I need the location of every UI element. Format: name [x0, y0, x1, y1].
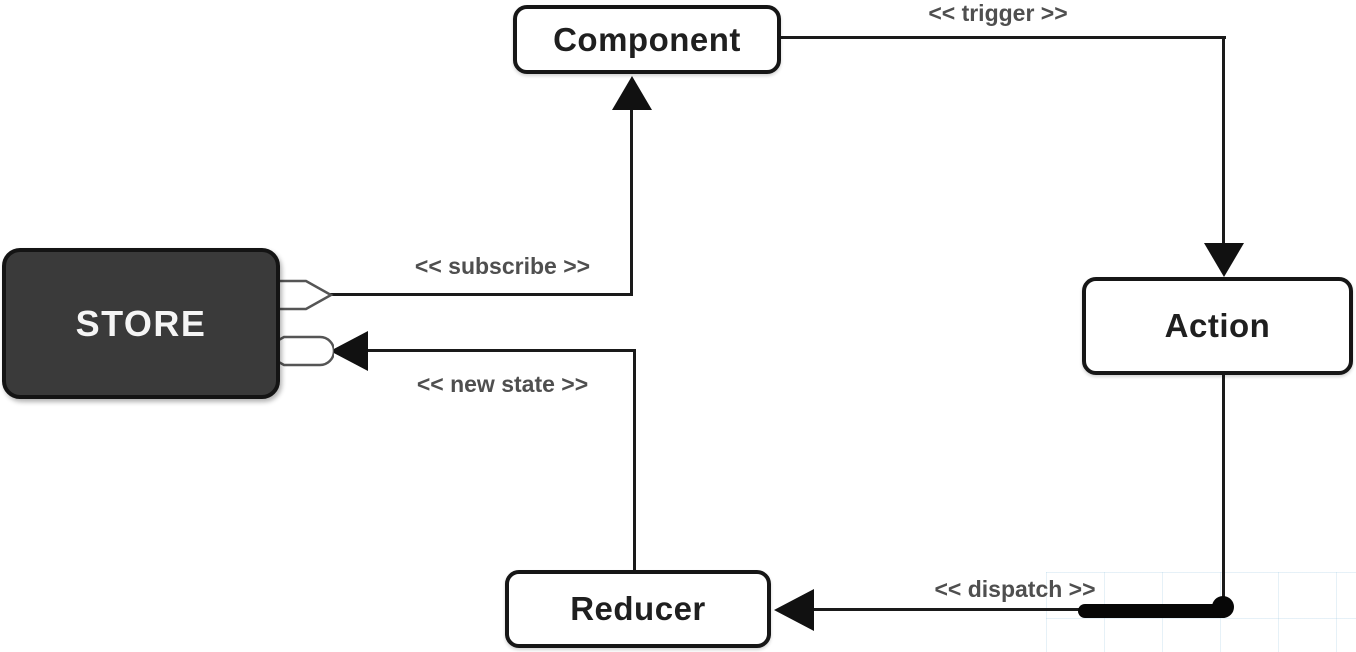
edge-newstate-line-horizontal	[366, 349, 636, 352]
edge-subscribe-line-horizontal	[330, 293, 633, 296]
subscribe-arrowhead-icon	[612, 76, 652, 110]
dispatch-highlight-stroke-end	[1212, 596, 1234, 618]
dispatch-arrowhead-icon	[774, 589, 814, 631]
edge-trigger-line-horizontal	[779, 36, 1226, 39]
edge-newstate-line-vertical	[633, 351, 636, 570]
node-store: STORE	[2, 248, 280, 399]
node-component-label: Component	[553, 20, 741, 58]
trigger-arrowhead-icon	[1204, 243, 1244, 277]
edge-newstate-label: << new state >>	[416, 371, 589, 397]
node-action: Action	[1082, 277, 1353, 375]
node-store-label: STORE	[75, 302, 207, 344]
dispatch-highlight-stroke	[1078, 604, 1230, 618]
edge-dispatch-line-vertical	[1222, 375, 1225, 607]
edge-trigger-label: << trigger >>	[928, 0, 1068, 26]
edge-dispatch-line-horizontal	[810, 608, 1226, 611]
edge-dispatch-label: << dispatch >>	[934, 576, 1096, 602]
node-component: Component	[513, 5, 781, 74]
node-reducer-label: Reducer	[570, 590, 706, 627]
node-action-label: Action	[1164, 307, 1271, 344]
newstate-arrowhead-icon	[330, 331, 368, 371]
node-reducer: Reducer	[505, 570, 771, 648]
edge-subscribe-line-vertical	[630, 108, 633, 296]
edge-trigger-line-vertical	[1222, 36, 1225, 246]
edge-subscribe-label: << subscribe >>	[414, 253, 591, 279]
